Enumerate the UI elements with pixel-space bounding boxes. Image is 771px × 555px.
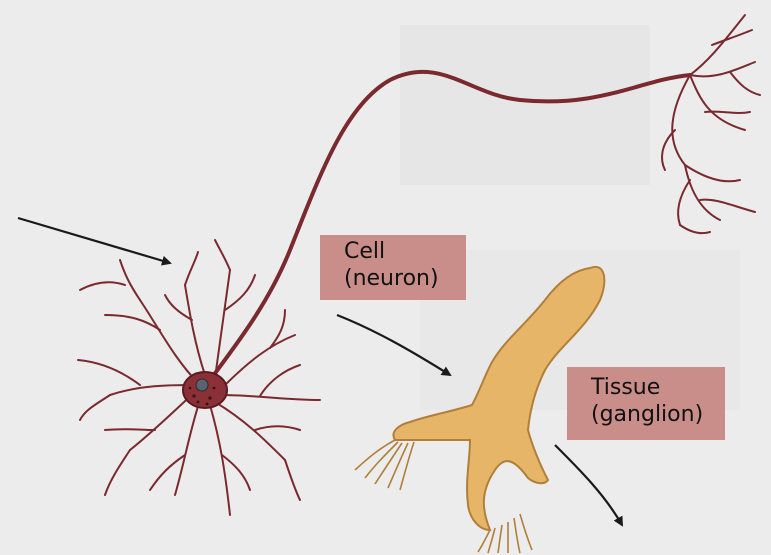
ganglion-fibers-left (355, 440, 414, 490)
tissue-label-line1: Tissue (591, 374, 715, 401)
cell-neuron-label: Cell (neuron) (320, 235, 466, 300)
tissue-ganglion-label: Tissue (ganglion) (567, 367, 725, 440)
cell-label-line2: (neuron) (344, 265, 456, 292)
axon-terminal-branches (662, 15, 760, 233)
cell-label-line1: Cell (344, 238, 456, 265)
arrow-to-neuron (18, 218, 170, 263)
neuron-nucleus (196, 379, 208, 391)
arrow-from-ganglion (555, 445, 622, 525)
tissue-label-line2: (ganglion) (591, 401, 715, 428)
faded-background-text-block (400, 25, 650, 185)
